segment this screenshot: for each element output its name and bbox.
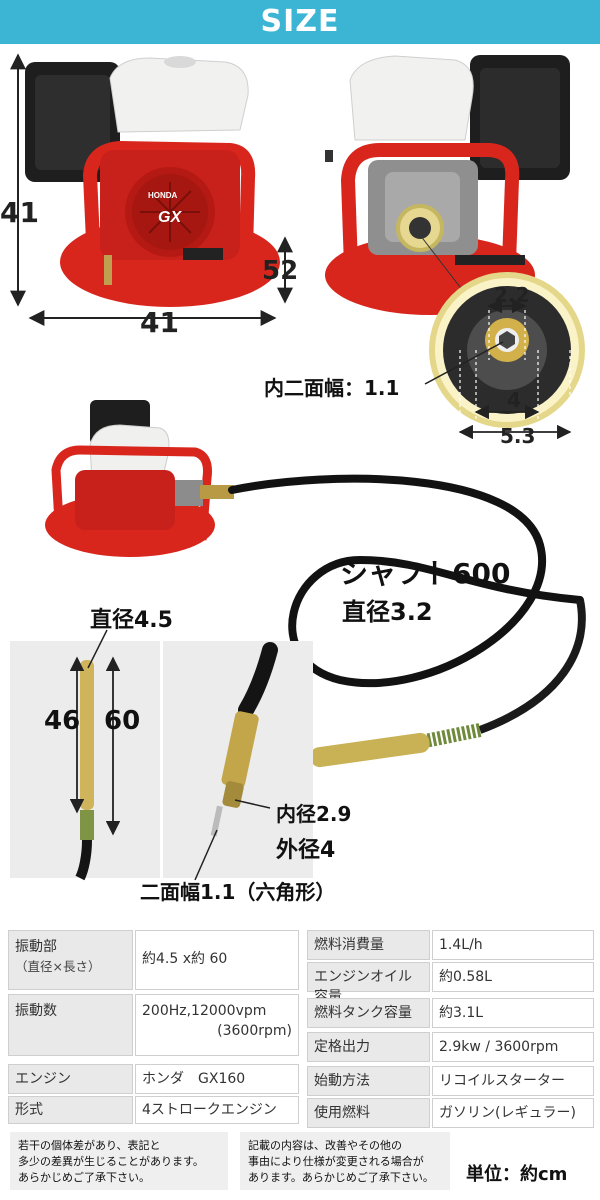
coupling-end-image [163, 641, 313, 878]
engine-rear-image [325, 55, 570, 315]
dim-width: 41 [140, 306, 179, 339]
note-individual-difference: 若干の個体差があり、表記と 多少の差異が生じることがあります。 あらかじめご了承… [10, 1132, 228, 1190]
head-diameter-label: 直径4.5 [90, 608, 173, 633]
dim-hex-bottom: 5.3 [500, 424, 536, 448]
dim-hex-top: 2.2 [494, 283, 530, 307]
outer-diameter-label: 外径4 [276, 838, 336, 863]
dim-height: 41 [0, 196, 39, 229]
spec-key-text: 振動部 [15, 939, 57, 955]
header-banner: SIZE [0, 0, 600, 44]
hex-width-label: 二面幅1.1（六角形） [140, 880, 336, 904]
spec-value-vibration-unit: 約4.5 x約 60 [135, 930, 299, 990]
head-length-60: 60 [104, 706, 141, 736]
dim-hex-mid: 4 [507, 388, 521, 412]
page-title: SIZE [260, 4, 340, 39]
unit-label: 単位：約cm [466, 1164, 568, 1185]
spec-value-fuel-consumption: 1.4L/h [432, 930, 594, 960]
spec-key-oil-capacity: エンジンオイル容量 [307, 962, 430, 1005]
head-length-46: 46 [44, 706, 81, 736]
spec-value-frequency: 200Hz,12000vpm (3600rpm) [135, 994, 299, 1056]
note-spec-change: 記載の内容は、改善やその他の 事由により仕様が変更される場合が あります。あらか… [240, 1132, 450, 1190]
spec-value-type: 4ストロークエンジン [135, 1096, 299, 1124]
spec-key-engine: エンジン [8, 1064, 133, 1094]
spec-key-tank-capacity: 燃料タンク容量 [307, 998, 430, 1028]
spec-key-fuel-type: 使用燃料 [307, 1098, 430, 1128]
spec-value-text: 200Hz,12000vpm [142, 1003, 267, 1019]
inner-diameter-label: 内径2.9 [276, 802, 352, 826]
spec-key-fuel-consumption: 燃料消費量 [307, 930, 430, 960]
spec-key-sub: （直径×長さ） [15, 959, 101, 974]
spec-key-vibration-unit: 振動部 （直径×長さ） [8, 930, 133, 990]
spec-value-tank-capacity: 約3.1L [432, 998, 594, 1028]
spec-key-start-method: 始動方法 [307, 1066, 430, 1096]
spec-value-rated-output: 2.9kw / 3600rpm [432, 1032, 594, 1062]
coupling-detail-image [429, 272, 585, 428]
head-detail-image [10, 641, 160, 881]
inner-hex-label: 内二面幅：1.1 [264, 376, 400, 400]
shaft-label: シャフト600 [340, 557, 511, 590]
spec-key-frequency: 振動数 [8, 994, 133, 1056]
vibrator-full-image [45, 400, 586, 768]
shaft-diameter-label: 直径3.2 [342, 598, 433, 626]
spec-key-rated-output: 定格出力 [307, 1032, 430, 1062]
engine-front-image: HONDA GX [25, 56, 280, 307]
engine-logo-text: HONDA [148, 191, 178, 200]
dim-side: 52 [262, 256, 299, 286]
spec-key-type: 形式 [8, 1096, 133, 1124]
spec-value-oil-capacity: 約0.58L [432, 962, 594, 992]
spec-value-sub: (3600rpm) [217, 1023, 292, 1039]
spec-value-start-method: リコイルスターター [432, 1066, 594, 1096]
engine-model-text: GX [158, 209, 182, 226]
spec-value-fuel-type: ガソリン(レギュラー) [432, 1098, 594, 1128]
product-illustration: HONDA GX [10, 53, 586, 881]
spec-value-engine: ホンダ GX160 [135, 1064, 299, 1094]
